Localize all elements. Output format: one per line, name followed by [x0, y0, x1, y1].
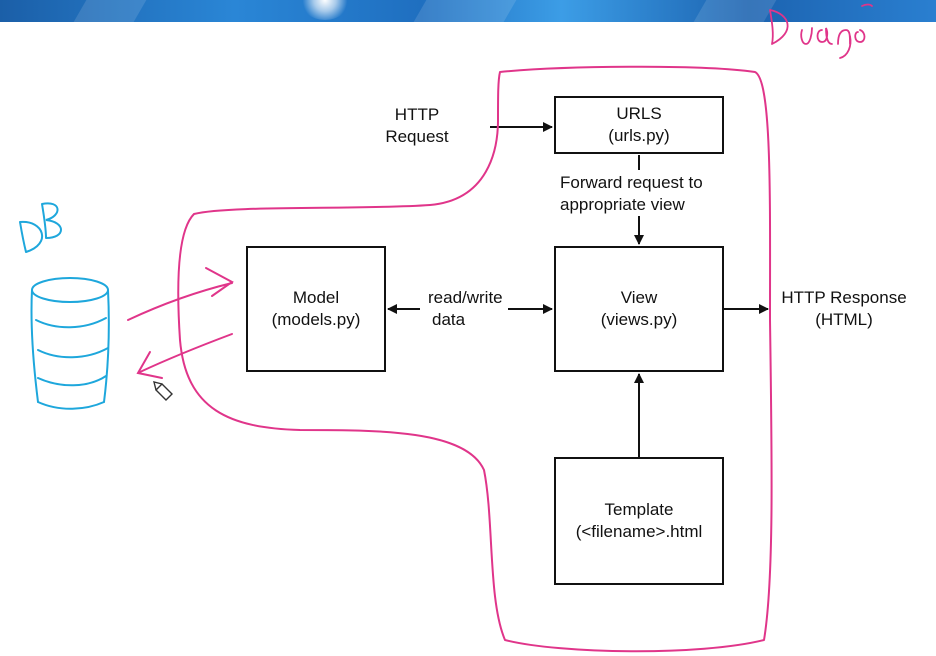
urls-box: URLS (urls.py): [554, 96, 724, 154]
pink-arrow-db-to-model-head: [205, 267, 234, 297]
http-request-line-1: HTTP: [394, 105, 440, 124]
db-model-pink-arrows: [127, 267, 234, 379]
read-write-line-2: data: [432, 310, 466, 329]
template-box-title: Template: [604, 500, 674, 519]
database-cylinder-icon: [30, 277, 110, 410]
banner-glow: [300, 0, 350, 20]
urls-box-file: (urls.py): [608, 126, 670, 145]
top-banner: [0, 0, 936, 22]
http-response-label: HTTP Response (HTML): [774, 287, 914, 331]
urls-box-title: URLS: [616, 104, 662, 123]
view-box-file: (views.py): [600, 310, 678, 329]
django-boundary-outline: [177, 65, 773, 653]
read-write-label: read/write data: [428, 287, 503, 331]
forward-label-line-2: appropriate view: [560, 195, 685, 214]
http-request-line-2: Request: [385, 127, 449, 146]
model-box-file: (models.py): [271, 310, 361, 329]
model-box: Model (models.py): [246, 246, 386, 372]
template-box-file: (<filename>.html: [575, 522, 703, 541]
pink-arrow-db-to-model: [127, 282, 233, 321]
db-handwriting: [19, 202, 62, 253]
django-handwriting: [769, 3, 873, 59]
pink-arrow-model-to-db: [139, 333, 233, 373]
http-response-line-2: (HTML): [815, 310, 873, 329]
http-response-line-1: HTTP Response: [781, 288, 907, 307]
template-box: Template (<filename>.html: [554, 457, 724, 585]
forward-request-label: Forward request to appropriate view: [560, 172, 703, 216]
read-write-line-1: read/write: [428, 288, 503, 307]
view-box-title: View: [620, 288, 658, 307]
forward-label-line-1: Forward request to: [560, 173, 703, 192]
model-box-title: Model: [292, 288, 340, 307]
http-request-label: HTTP Request: [372, 104, 462, 148]
pencil-cursor-icon: [153, 381, 173, 401]
pink-arrow-model-to-db-head: [136, 351, 163, 379]
view-box: View (views.py): [554, 246, 724, 372]
